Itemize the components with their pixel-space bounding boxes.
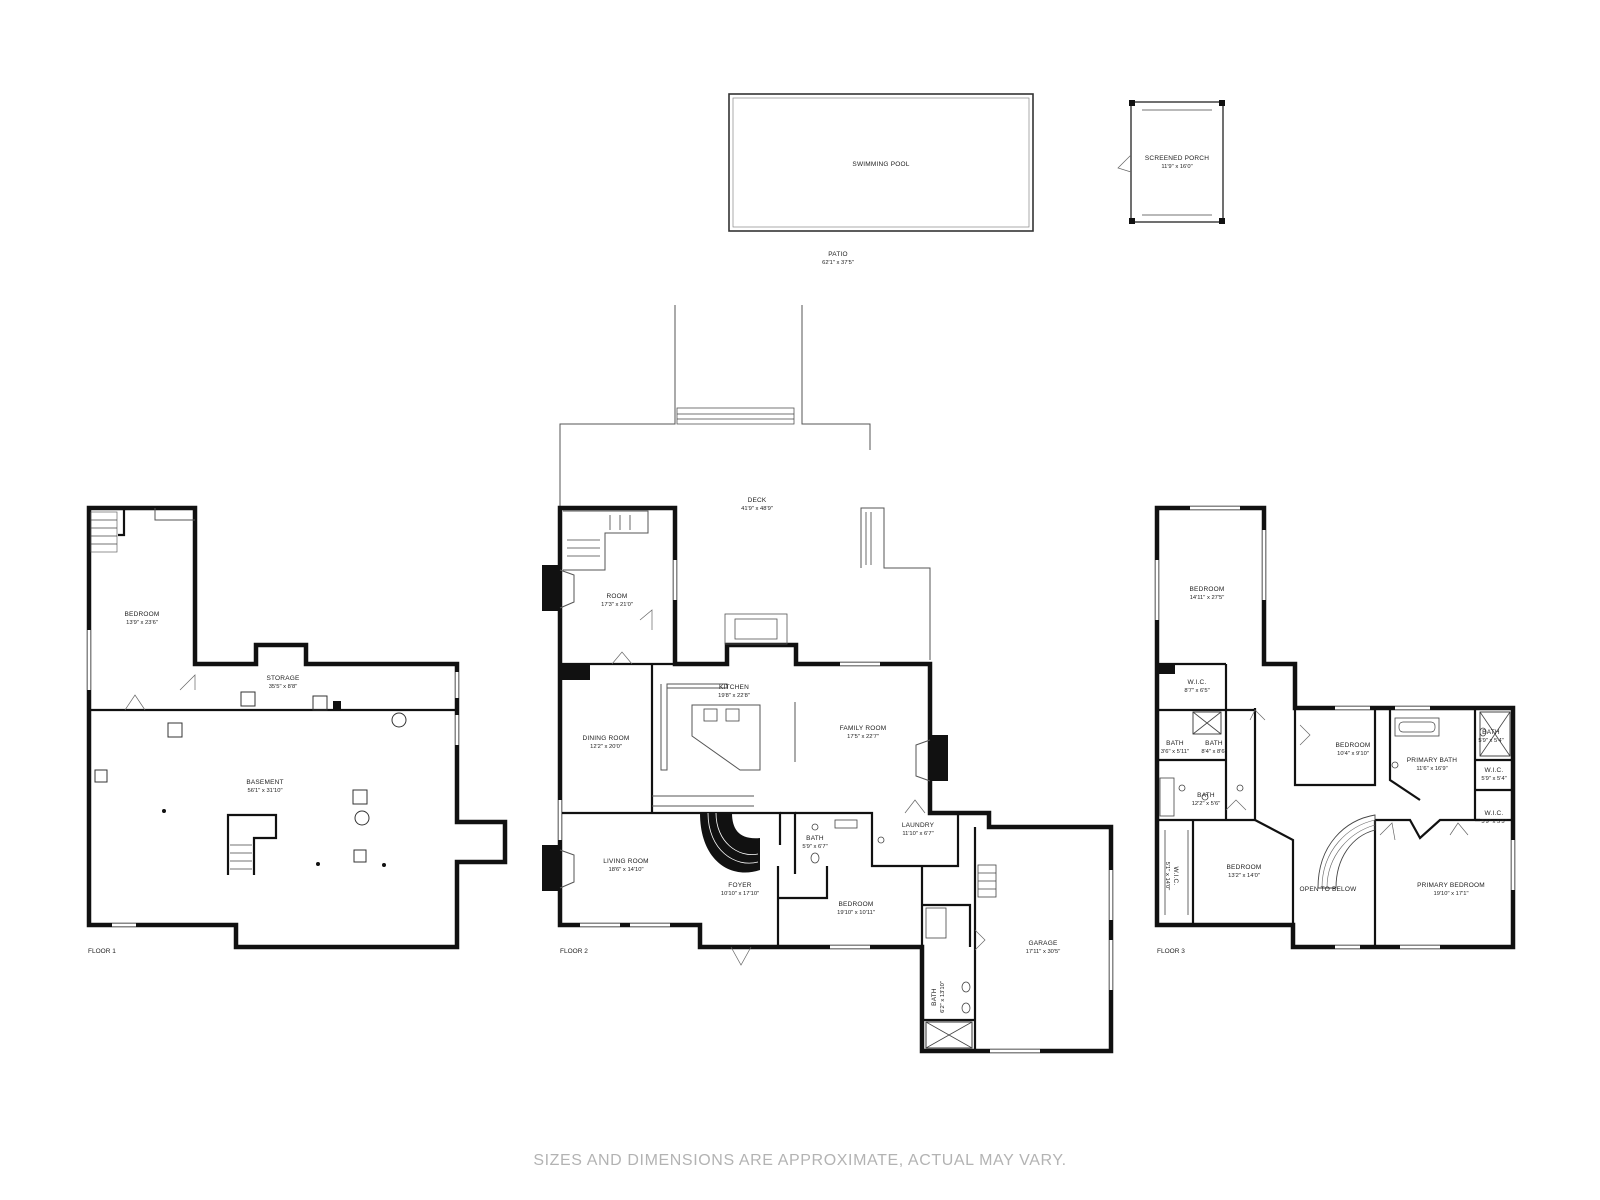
f2-room-dim: 17'3" x 21'0" [601, 602, 633, 608]
f2-foyer-label: FOYER [728, 882, 751, 889]
f3-wic1-dim: 8'7" x 6'5" [1184, 688, 1209, 694]
f3-wic3-dim: 5'9" x 5'5" [1481, 819, 1506, 825]
f3-primary-bedroom-dim: 19'10" x 17'1" [1433, 891, 1468, 897]
f3-wic-left-label: W.I.C. [1172, 867, 1179, 886]
deck-label: DECK [748, 497, 767, 504]
f3-bedroom-top-dim: 14'11" x 27'5" [1190, 595, 1225, 601]
f2-dining-dim: 12'2" x 20'0" [590, 744, 622, 750]
porch-dim: 11'9" x 16'0" [1161, 164, 1192, 170]
f2-laundry-label: LAUNDRY [902, 822, 935, 829]
f2-kitchen-label: KITCHEN [719, 684, 749, 691]
f2-kitchen-dim: 19'8" x 22'8" [718, 693, 750, 699]
f3-bath-c-label: BATH [1197, 792, 1215, 799]
floor-3-label: FLOOR 3 [1157, 948, 1185, 955]
f2-bath1-dim: 5'9" x 6'7" [802, 844, 827, 850]
swimming-pool: SWIMMING POOL [728, 93, 1034, 232]
f2-room-label: ROOM [606, 593, 627, 600]
deck-dim: 41'9" x 48'9" [741, 506, 773, 512]
f2-bath1-label: BATH [806, 835, 824, 842]
f2-garage-label: GARAGE [1028, 940, 1057, 947]
f3-bath-a-label: BATH [1166, 740, 1184, 747]
f1-basement-dim: 56'1" x 31'10" [247, 788, 282, 794]
f3-primary-bath-label: PRIMARY BATH [1407, 757, 1458, 764]
f3-wic3-label: W.I.C. [1485, 810, 1504, 817]
f3-open-to-below-label: OPEN TO BELOW [1300, 886, 1358, 893]
f3-bath-d-label: BATH [1482, 729, 1500, 736]
f3-wic2-label: W.I.C. [1485, 767, 1504, 774]
f3-bedroom-top-label: BEDROOM [1190, 586, 1225, 593]
f2-garage-dim: 17'11" x 30'5" [1026, 949, 1061, 955]
patio-label: PATIO [828, 251, 848, 258]
f3-primary-bedroom-label: PRIMARY BEDROOM [1417, 882, 1485, 889]
f2-living-label: LIVING ROOM [603, 858, 649, 865]
f2-living-dim: 18'6" x 14'10" [608, 867, 643, 873]
porch-label: SCREENED PORCH [1145, 155, 1209, 162]
floor-1-label: FLOOR 1 [88, 948, 116, 955]
f3-bedroom-mid-dim: 10'4" x 9'10" [1337, 751, 1369, 757]
disclaimer-text: SIZES AND DIMENSIONS ARE APPROXIMATE, AC… [533, 1152, 1067, 1169]
f3-bath-c-dim: 12'2" x 5'6" [1192, 801, 1221, 807]
pool-label: SWIMMING POOL [852, 161, 909, 168]
f2-laundry-dim: 11'10" x 6'7" [902, 831, 933, 837]
screened-porch: SCREENED PORCH 11'9" x 16'0" [1117, 100, 1225, 224]
f3-bedroom-mid-label: BEDROOM [1336, 742, 1371, 749]
f1-storage-dim: 35'5" x 8'8" [269, 684, 298, 690]
f2-family-label: FAMILY ROOM [840, 725, 887, 732]
patio: PATIO 62'1" x 37'5" [822, 251, 854, 266]
f3-bedroom-low-dim: 13'2" x 14'0" [1228, 873, 1260, 879]
floor-1: BEDROOM 13'9" x 23'6" STORAGE 35'5" x 8'… [86, 505, 508, 955]
deck: DECK 41'9" x 48'9" [559, 305, 931, 660]
f1-bedroom-label: BEDROOM [125, 611, 160, 618]
floor-2-label: FLOOR 2 [560, 948, 588, 955]
f2-bedroom-label: BEDROOM [839, 901, 874, 908]
f3-bath-b-label: BATH [1205, 740, 1223, 747]
patio-dim: 62'1" x 37'5" [822, 260, 854, 266]
floor-3: BEDROOM 14'11" x 27'5" W.I.C. 8'7" x 6'5… [1154, 505, 1516, 955]
f2-foyer-dim: 10'10" x 17'10" [721, 891, 759, 897]
f2-dining-label: DINING ROOM [583, 735, 630, 742]
f3-bedroom-low-label: BEDROOM [1227, 864, 1262, 871]
f2-bedroom-dim: 19'10" x 10'11" [837, 910, 875, 916]
f2-bath2-label: BATH [931, 988, 938, 1006]
f3-wic2-dim: 5'9" x 5'4" [1481, 776, 1506, 782]
f1-storage-label: STORAGE [266, 675, 300, 682]
f3-primary-bath-dim: 11'6" x 16'9" [1416, 766, 1447, 772]
f1-bedroom-dim: 13'9" x 23'6" [126, 620, 158, 626]
f3-bath-a-dim: 3'6" x 5'11" [1161, 749, 1189, 755]
f1-basement-label: BASEMENT [246, 779, 283, 786]
f3-wic-left-dim: 5'1" x 14'0" [1164, 862, 1170, 891]
f3-wic1-label: W.I.C. [1188, 679, 1207, 686]
floor-2: ROOM 17'3" x 21'0" KITCHEN 19'8" x 22'8"… [542, 505, 1114, 1054]
f3-bath-d-dim: 5'9" x 5'4" [1478, 738, 1503, 744]
f3-bath-b-dim: 8'4" x 8'6" [1201, 749, 1226, 755]
f2-family-dim: 17'5" x 22'7" [847, 734, 879, 740]
f2-bath2-dim: 6'2" x 13'10" [940, 981, 946, 1013]
